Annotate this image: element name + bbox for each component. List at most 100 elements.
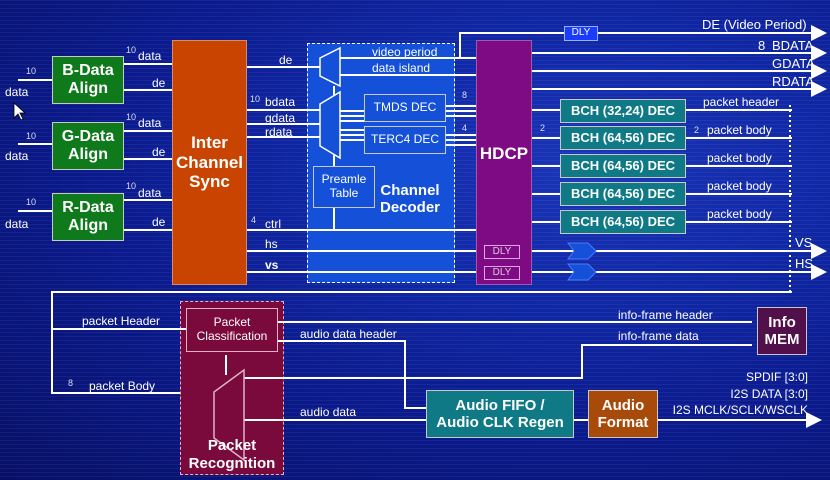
hdcp-dly-hs: DLY xyxy=(484,266,520,280)
packet-header-in-label: packet Header xyxy=(82,314,161,328)
out-bdata-label: BDATA xyxy=(772,38,814,53)
r-out-width: 10 xyxy=(126,181,137,191)
b-out-de: de xyxy=(152,76,166,90)
mouse-cursor-icon xyxy=(13,102,27,121)
terc4-width: 4 xyxy=(462,123,468,133)
i2s-clk-label: I2S MCLK/SCLK/WSCLK xyxy=(672,403,808,417)
b-input-label: data xyxy=(5,85,29,99)
bch-decoder-4[interactable]: BCH (64,56) DEC xyxy=(560,210,686,234)
bch-out-width: 2 xyxy=(694,125,700,135)
hdcp-bch-width: 2 xyxy=(540,123,546,133)
info-frame-data-label: info-frame data xyxy=(618,329,699,343)
sync-de-label: de xyxy=(279,53,293,67)
b-input-width: 10 xyxy=(26,66,37,76)
g-out-de: de xyxy=(152,145,166,159)
tmds-dec-block[interactable]: TMDS DEC xyxy=(364,94,446,122)
bch-decoder-0[interactable]: BCH (32,24) DEC xyxy=(560,99,686,123)
spdif-label: SPDIF [3:0] xyxy=(745,370,808,384)
b-align-line2: Align xyxy=(68,80,108,97)
bch-decoder-2[interactable]: BCH (64,56) DEC xyxy=(560,154,686,178)
chevron-hs-icon xyxy=(567,263,597,281)
sync-line1: Inter xyxy=(191,133,228,153)
mux-data xyxy=(319,90,341,160)
audio-format-line1: Audio xyxy=(601,396,645,414)
hdcp-label: HDCP xyxy=(479,144,529,163)
sync-gdata-label: gdata xyxy=(265,111,296,125)
g-input-width: 10 xyxy=(26,131,37,141)
data-island-label: data island xyxy=(372,61,431,75)
recognition-title-line2: Recognition xyxy=(188,455,276,472)
bch-out-label: packet body xyxy=(707,207,772,221)
b-align-line1: B-Data xyxy=(62,61,114,79)
info-frame-header-label: info-frame header xyxy=(618,308,713,322)
decoder-title-line2: Decoder xyxy=(380,199,441,217)
g-out-width: 10 xyxy=(126,112,137,122)
r-input-label: data xyxy=(5,217,29,231)
sync-hs-label: hs xyxy=(265,237,278,251)
classification-line1: Packet xyxy=(213,315,251,330)
bch-out-label: packet body xyxy=(707,179,772,193)
packet-body-width: 8 xyxy=(68,378,74,388)
g-align-line1: G-Data xyxy=(61,127,115,145)
b-out-data: data xyxy=(138,49,162,63)
chevron-vs-icon xyxy=(567,242,597,260)
g-align-line2: Align xyxy=(67,146,108,163)
sync-rdata-label: rdata xyxy=(265,125,293,139)
bch-label: BCH (64,56) DEC xyxy=(570,157,676,173)
sync-line3: Sync xyxy=(189,172,230,192)
out-gdata-label: GDATA xyxy=(772,56,815,71)
inter-channel-sync-block[interactable]: Inter Channel Sync xyxy=(172,40,247,285)
tmds-dec-label: TMDS DEC xyxy=(373,100,437,115)
out-rdata-label: RDATA xyxy=(772,74,815,89)
bch-decoder-1[interactable]: BCH (64,56) DEC xyxy=(560,126,686,150)
bch-label: BCH (32,24) DEC xyxy=(570,102,676,118)
bch-decoder-3[interactable]: BCH (64,56) DEC xyxy=(560,182,686,206)
audio-fifo-block[interactable]: Audio FIFO /Audio CLK Regen xyxy=(426,390,574,438)
sync-line2: Channel xyxy=(175,152,244,172)
bdata-width: 10 xyxy=(250,94,261,104)
channel-decoder-region xyxy=(307,43,455,283)
audio-data-header-label: audio data header xyxy=(300,327,397,341)
audio-fifo-line2: Audio CLK Regen xyxy=(436,414,564,431)
sync-vs-label: vs xyxy=(265,258,279,272)
sync-bdata-label: bdata xyxy=(265,95,296,109)
audio-format-line2: Format xyxy=(597,414,649,431)
out-de-label: DE (Video Period) xyxy=(702,17,807,32)
decoder-title-line1: Channel xyxy=(380,182,440,199)
r-out-data: data xyxy=(138,186,162,200)
out-vs-label: VS xyxy=(795,235,813,250)
g-input-label: data xyxy=(5,149,29,163)
out-hs-label: HS xyxy=(795,256,814,271)
bch-label: BCH (64,56) DEC xyxy=(570,185,676,201)
bch-label: BCH (64,56) DEC xyxy=(570,129,676,145)
de-delay-block[interactable]: DLY xyxy=(564,26,598,41)
hdcp-block[interactable]: HDCP xyxy=(476,40,532,285)
packet-body-in-label: packet Body xyxy=(89,379,156,393)
classification-line2: Classification xyxy=(196,329,268,343)
bch-out-label: packet body xyxy=(707,151,772,165)
mux-de xyxy=(319,46,341,88)
tmds-width: 8 xyxy=(462,90,468,100)
packet-recognition-title: Packet Recognition xyxy=(180,437,284,473)
i2s-data-label: I2S DATA [3:0] xyxy=(730,387,808,401)
sync-ctrl-label: ctrl xyxy=(265,217,281,231)
g-out-data: data xyxy=(138,116,162,130)
audio-fifo-line1: Audio FIFO / xyxy=(455,396,545,414)
preamble-line1: Preamle xyxy=(321,172,367,187)
audio-data-label: audio data xyxy=(300,405,357,419)
terc4-dec-label: TERC4 DEC xyxy=(370,132,439,147)
bch-out-label: packet body xyxy=(707,123,772,137)
terc4-dec-block[interactable]: TERC4 DEC xyxy=(364,126,446,154)
ctrl-width: 4 xyxy=(251,215,257,225)
r-align-line2: Align xyxy=(68,217,108,234)
out-bdata-width: 8 xyxy=(758,38,766,53)
